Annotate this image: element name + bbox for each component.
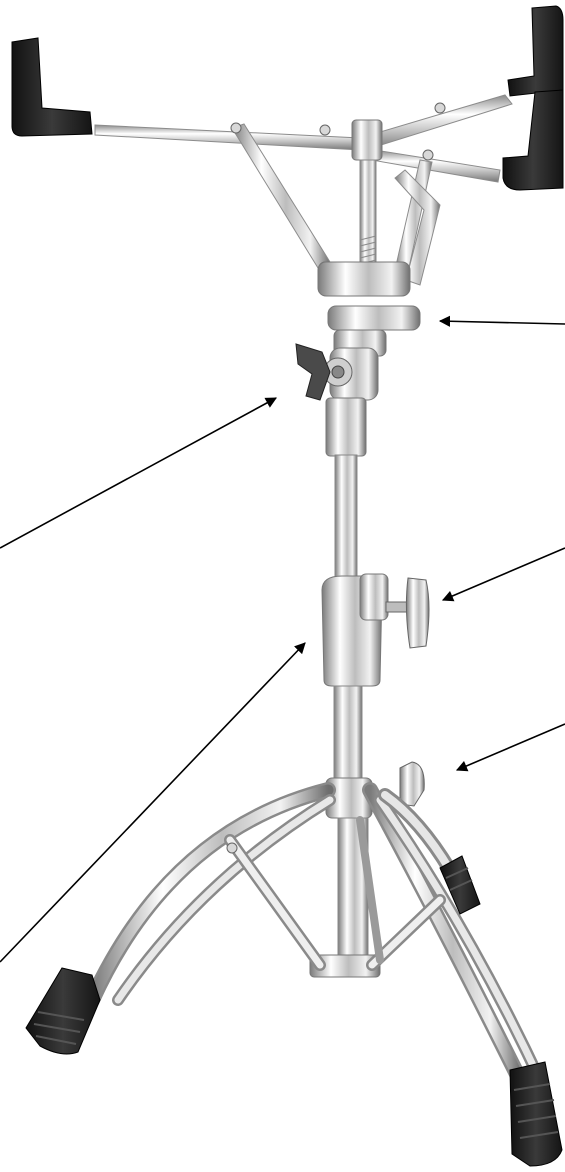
right-cradle-tip-upper-icon [507,5,564,97]
rubber-foot-back-icon [439,855,481,915]
leg-lock-arrow [455,723,565,772]
leg-lock-wing-nut-icon [399,761,425,807]
upper-height-tube [334,454,358,581]
rubber-foot-left-icon [25,967,101,1055]
tilt-joint [323,347,379,401]
tilt-joint-arrow [0,397,277,549]
basket-angle-adjuster-arrow [438,315,565,327]
left-cradle-tip-icon [11,37,93,137]
right-cradle-tip-lower-icon [502,89,564,191]
height-wing-nut-arrow [441,547,565,602]
height-clamp [321,573,389,687]
height-clamp-arrow [0,642,306,963]
basket-cradle [94,94,513,297]
tilt-wing-nut-icon [295,343,331,401]
upper-tube-sleeve [325,397,367,457]
height-wing-nut-icon [385,577,430,649]
tripod-legs [84,782,546,1088]
leg-rivet [226,842,238,854]
rubber-foot-right-icon [509,1061,563,1167]
